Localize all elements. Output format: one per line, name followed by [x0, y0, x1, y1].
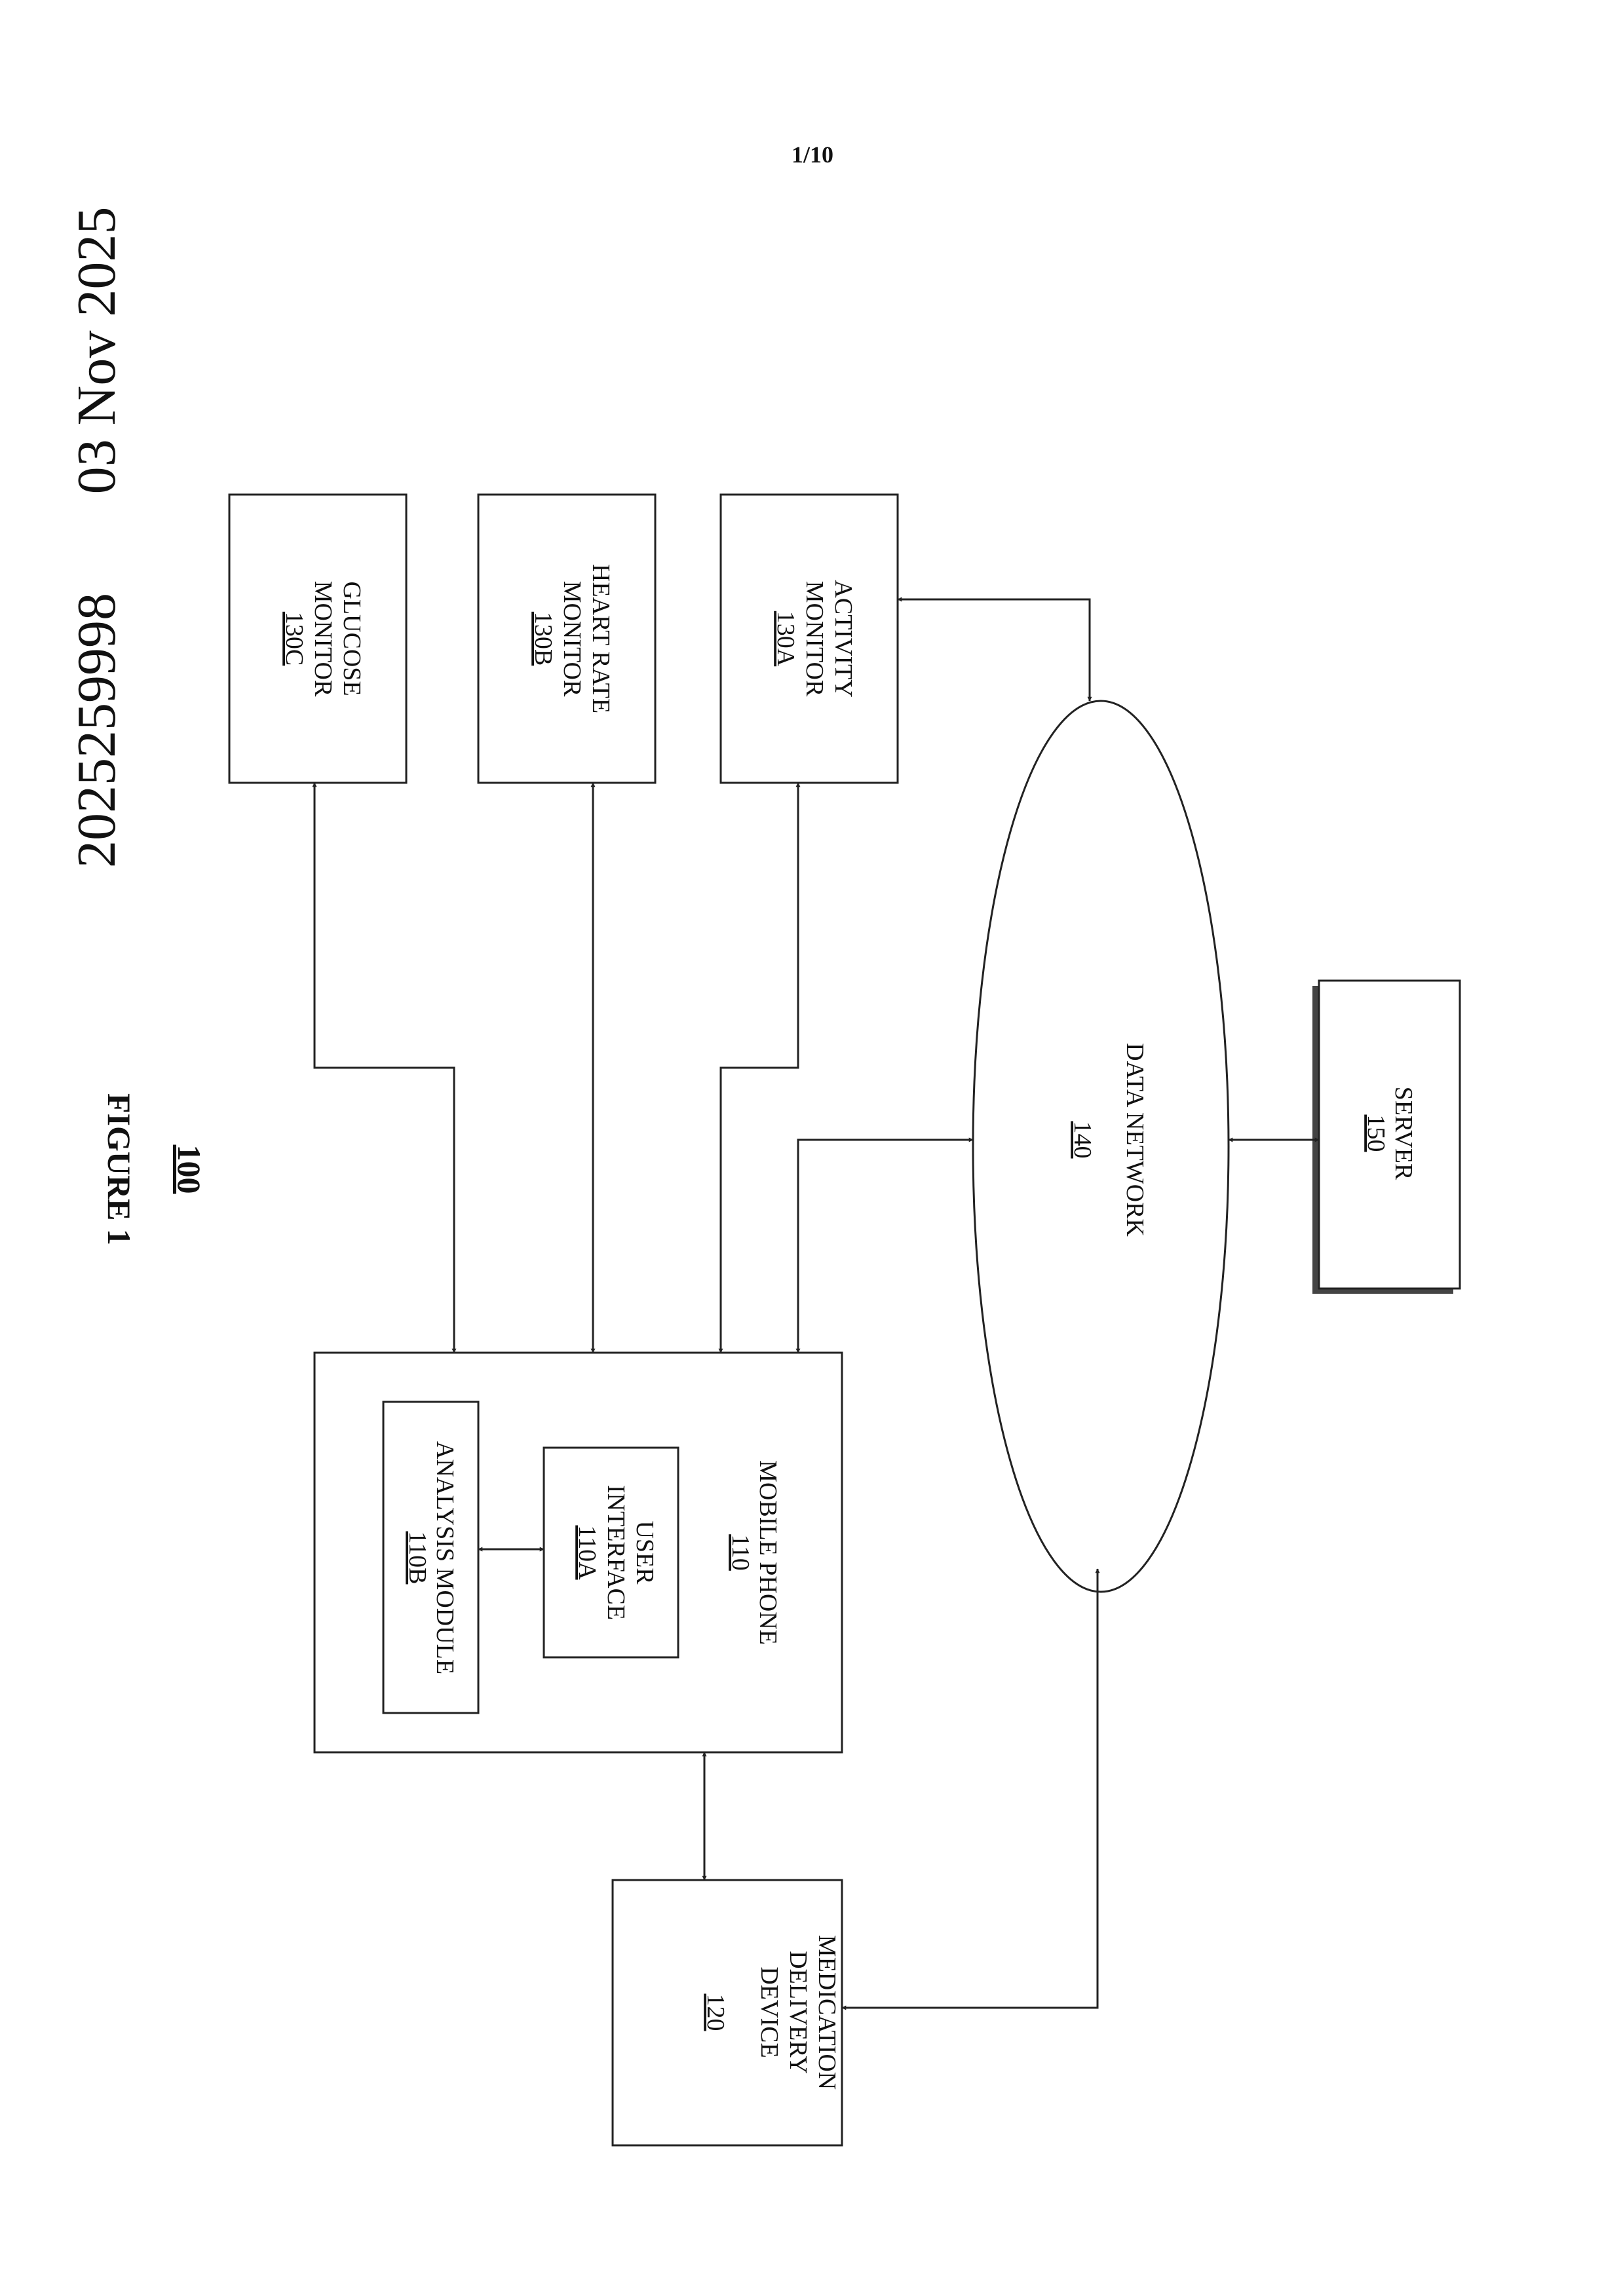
svg-text:USER: USER	[631, 1520, 659, 1585]
svg-text:150: 150	[1362, 1115, 1390, 1152]
svg-text:GLUCOSE: GLUCOSE	[338, 581, 366, 696]
svg-text:MEDICATION: MEDICATION	[813, 1935, 841, 2090]
figure-caption: FIGURE 1	[101, 1093, 138, 1245]
activity-to-network-connector	[898, 599, 1090, 701]
svg-text:DELIVERY: DELIVERY	[784, 1951, 812, 2074]
svg-text:MONITOR: MONITOR	[558, 581, 586, 697]
network-to-medication-connector	[842, 1569, 1098, 2008]
svg-text:SERVER: SERVER	[1390, 1087, 1417, 1180]
svg-text:110: 110	[727, 1534, 754, 1571]
figure-ref: 100	[171, 1145, 208, 1194]
svg-text:110B: 110B	[404, 1532, 431, 1585]
doc-number: 2025259998	[66, 593, 127, 868]
svg-text:ANALYSIS MODULE: ANALYSIS MODULE	[431, 1441, 459, 1674]
mobile-to-network-connector	[798, 1140, 973, 1353]
data-network-ellipse	[973, 701, 1229, 1592]
svg-text:INTERFACE: INTERFACE	[602, 1485, 630, 1620]
svg-text:130B: 130B	[529, 612, 557, 666]
activity-to-mobile-connector	[721, 783, 798, 1353]
svg-text:130A: 130A	[772, 611, 799, 667]
svg-text:DATA NETWORK: DATA NETWORK	[1121, 1043, 1149, 1237]
svg-text:MONITOR: MONITOR	[309, 581, 337, 697]
svg-text:MOBILE PHONE: MOBILE PHONE	[754, 1460, 782, 1645]
svg-text:130C: 130C	[280, 612, 308, 666]
svg-text:ACTIVITY: ACTIVITY	[830, 580, 857, 697]
svg-text:MONITOR: MONITOR	[801, 581, 828, 697]
glucose-to-mobile-connector	[315, 783, 454, 1353]
svg-text:120: 120	[702, 1994, 729, 2031]
svg-text:140: 140	[1069, 1121, 1096, 1159]
doc-date: 03 Nov 2025	[66, 207, 127, 495]
svg-text:110A: 110A	[573, 1525, 601, 1580]
svg-text:HEART RATE: HEART RATE	[587, 564, 615, 713]
svg-text:DEVICE: DEVICE	[755, 1967, 783, 2058]
